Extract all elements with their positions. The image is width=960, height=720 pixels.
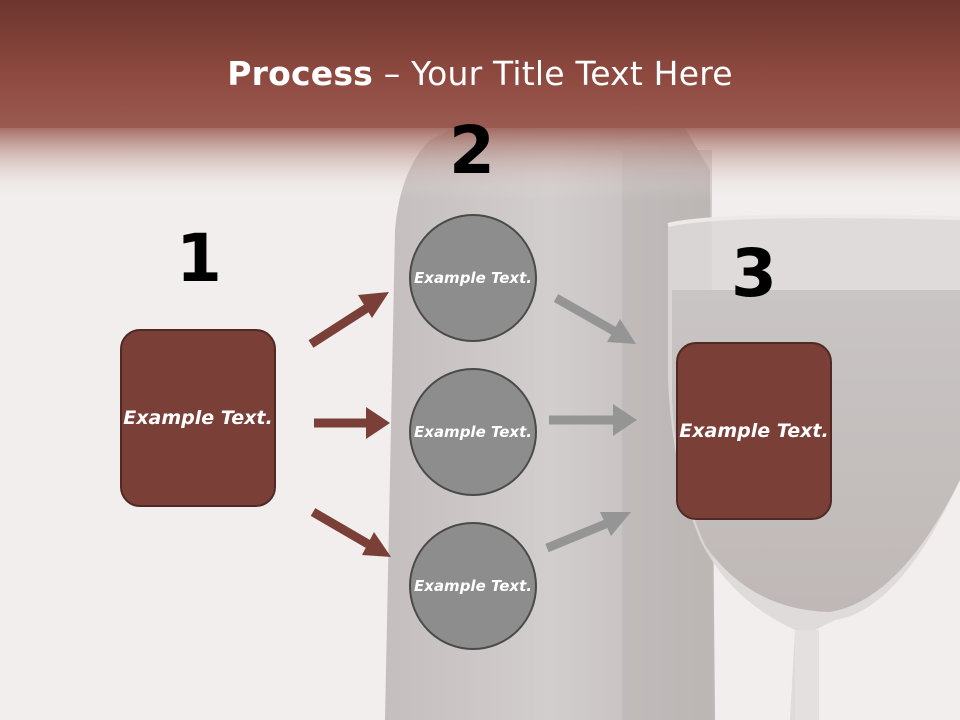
slide-title: Process – Your Title Text Here — [0, 52, 960, 96]
step-1-number: 1 — [176, 220, 222, 297]
step-2-circle-3-text: Example Text. — [414, 576, 532, 595]
step-2-circle-1-text: Example Text. — [414, 268, 532, 287]
step-2-circle-3: Example Text. — [409, 522, 537, 650]
title-bold: Process — [227, 54, 374, 93]
step-2-circle-2: Example Text. — [409, 368, 537, 496]
arrow-2b-to-3 — [549, 404, 637, 436]
step-1-box: Example Text. — [120, 329, 276, 507]
step-3-box: Example Text. — [676, 342, 832, 520]
step-2-circle-1: Example Text. — [409, 214, 537, 342]
step-2-circle-2-text: Example Text. — [414, 422, 532, 441]
title-rest: – Your Title Text Here — [373, 54, 733, 93]
step-3-number: 3 — [731, 235, 777, 312]
arrow-1-to-2a — [308, 292, 389, 348]
arrow-1-to-2c — [310, 508, 391, 557]
step-2-number: 2 — [449, 112, 495, 189]
arrow-2a-to-3 — [553, 294, 636, 344]
arrow-2c-to-3 — [545, 512, 631, 553]
step-3-text: Example Text. — [679, 419, 829, 442]
step-1-text: Example Text. — [123, 406, 273, 429]
arrow-1-to-2b — [314, 407, 390, 439]
